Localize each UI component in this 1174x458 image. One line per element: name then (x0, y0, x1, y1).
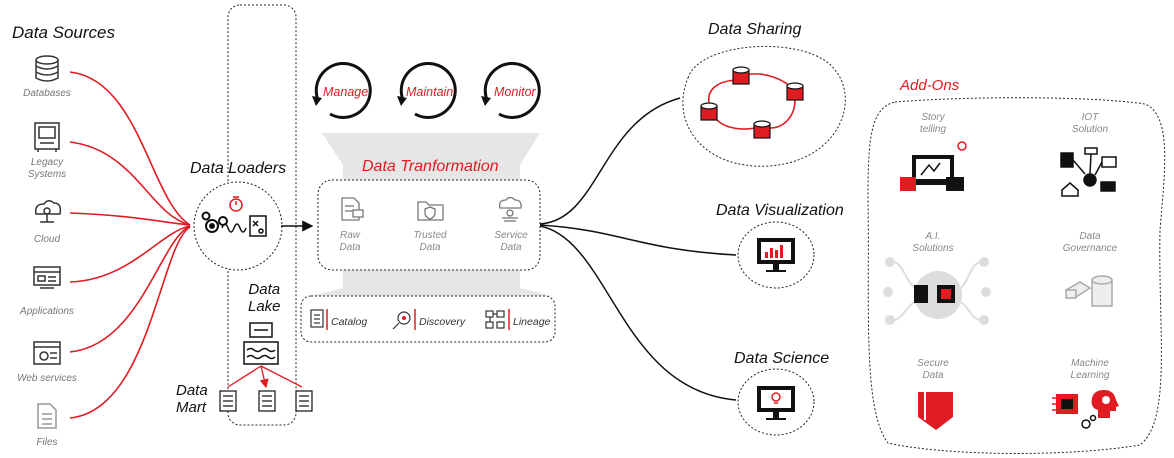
discovery-icon (392, 311, 411, 330)
ai-chip-icon (883, 257, 991, 325)
maintain-cycle-icon (399, 61, 457, 119)
connector-databases (69, 71, 191, 226)
mart-sheet-icons (219, 390, 313, 412)
source-label-applications: Applications (20, 306, 74, 317)
manage-cycle-icon (314, 61, 372, 119)
data-sharing-title: Data Sharing (708, 21, 802, 38)
storytelling-icon (900, 141, 967, 191)
machine-learning-icon (1052, 390, 1119, 429)
source-label-legacy: Legacy Systems (27, 157, 67, 180)
data-lake-title: Data Lake (248, 281, 281, 316)
trusted-data-icon (417, 201, 444, 221)
squiggle-line (221, 223, 247, 233)
cycle-label-maintain: Maintain (406, 85, 454, 99)
discovery-label: Discovery (419, 316, 466, 328)
source-label-cloud: Cloud (33, 234, 61, 245)
lineage-label: Lineage (513, 316, 551, 328)
connector-webservices (69, 225, 191, 353)
raw-data-label: Raw Data (339, 230, 361, 253)
stopwatch-icon (229, 196, 243, 212)
data-sharing-bubble (682, 45, 846, 167)
monitor-lightbulb-icon (757, 386, 795, 420)
source-label-files: Files (36, 437, 58, 448)
cycle-label-manage: Manage (323, 85, 369, 99)
data-governance-icon (1064, 275, 1113, 307)
addon-label-secure: Secure Data (917, 358, 949, 381)
addon-label-ml: Machine Learning (1070, 358, 1110, 381)
mart-branches (227, 365, 303, 389)
addon-label-iot: IOT Solution (1071, 112, 1109, 135)
data-sharing-icon (700, 66, 804, 139)
output-connectors (539, 97, 737, 401)
loader-circle (193, 181, 283, 271)
lineage-icon (485, 310, 505, 329)
cycle-label-monitor: Monitor (494, 85, 536, 99)
shield-icon (918, 392, 953, 430)
addon-label-governance: Data Governance (1062, 231, 1118, 254)
iot-icon (1060, 147, 1117, 197)
monitor-chart-icon (757, 238, 795, 272)
connector-legacy (69, 141, 191, 226)
service-data-label: Service Data (494, 230, 528, 253)
addons-title: Add-Ons (900, 77, 960, 94)
addons-panel (867, 97, 1166, 454)
raw-data-icon (341, 197, 364, 221)
transformation-title: Data Tranformation (362, 158, 499, 175)
service-data-icon (498, 196, 522, 222)
source-label-databases: Databases (23, 88, 71, 99)
data-visualization-title: Data Visualization (716, 202, 844, 219)
process-chart-icon (249, 215, 267, 237)
gears-icon (201, 211, 228, 233)
data-sources-title: Data Sources (12, 23, 115, 42)
cycle-circles (314, 61, 541, 119)
tools-panel (300, 295, 556, 343)
source-connectors (69, 71, 191, 419)
catalog-icon (310, 309, 324, 328)
connector-applications (69, 225, 191, 283)
source-label-webservices: Web services (17, 373, 77, 384)
data-lake-icon (243, 322, 279, 365)
monitor-cycle-icon (483, 61, 541, 119)
connector-cloud (69, 212, 191, 226)
data-mart-title: Data Mart (176, 382, 208, 417)
transformation-panel (317, 179, 541, 271)
catalog-label: Catalog (331, 316, 368, 328)
data-science-title: Data Science (734, 350, 830, 367)
trusted-data-label: Trusted Data (413, 230, 447, 253)
addon-label-storytelling: Story telling (919, 112, 947, 135)
data-loaders-title: Data Loaders (190, 160, 287, 177)
loader-column (227, 4, 297, 426)
addon-label-ai: A.I. Solutions (912, 231, 954, 254)
connector-files (69, 226, 191, 419)
